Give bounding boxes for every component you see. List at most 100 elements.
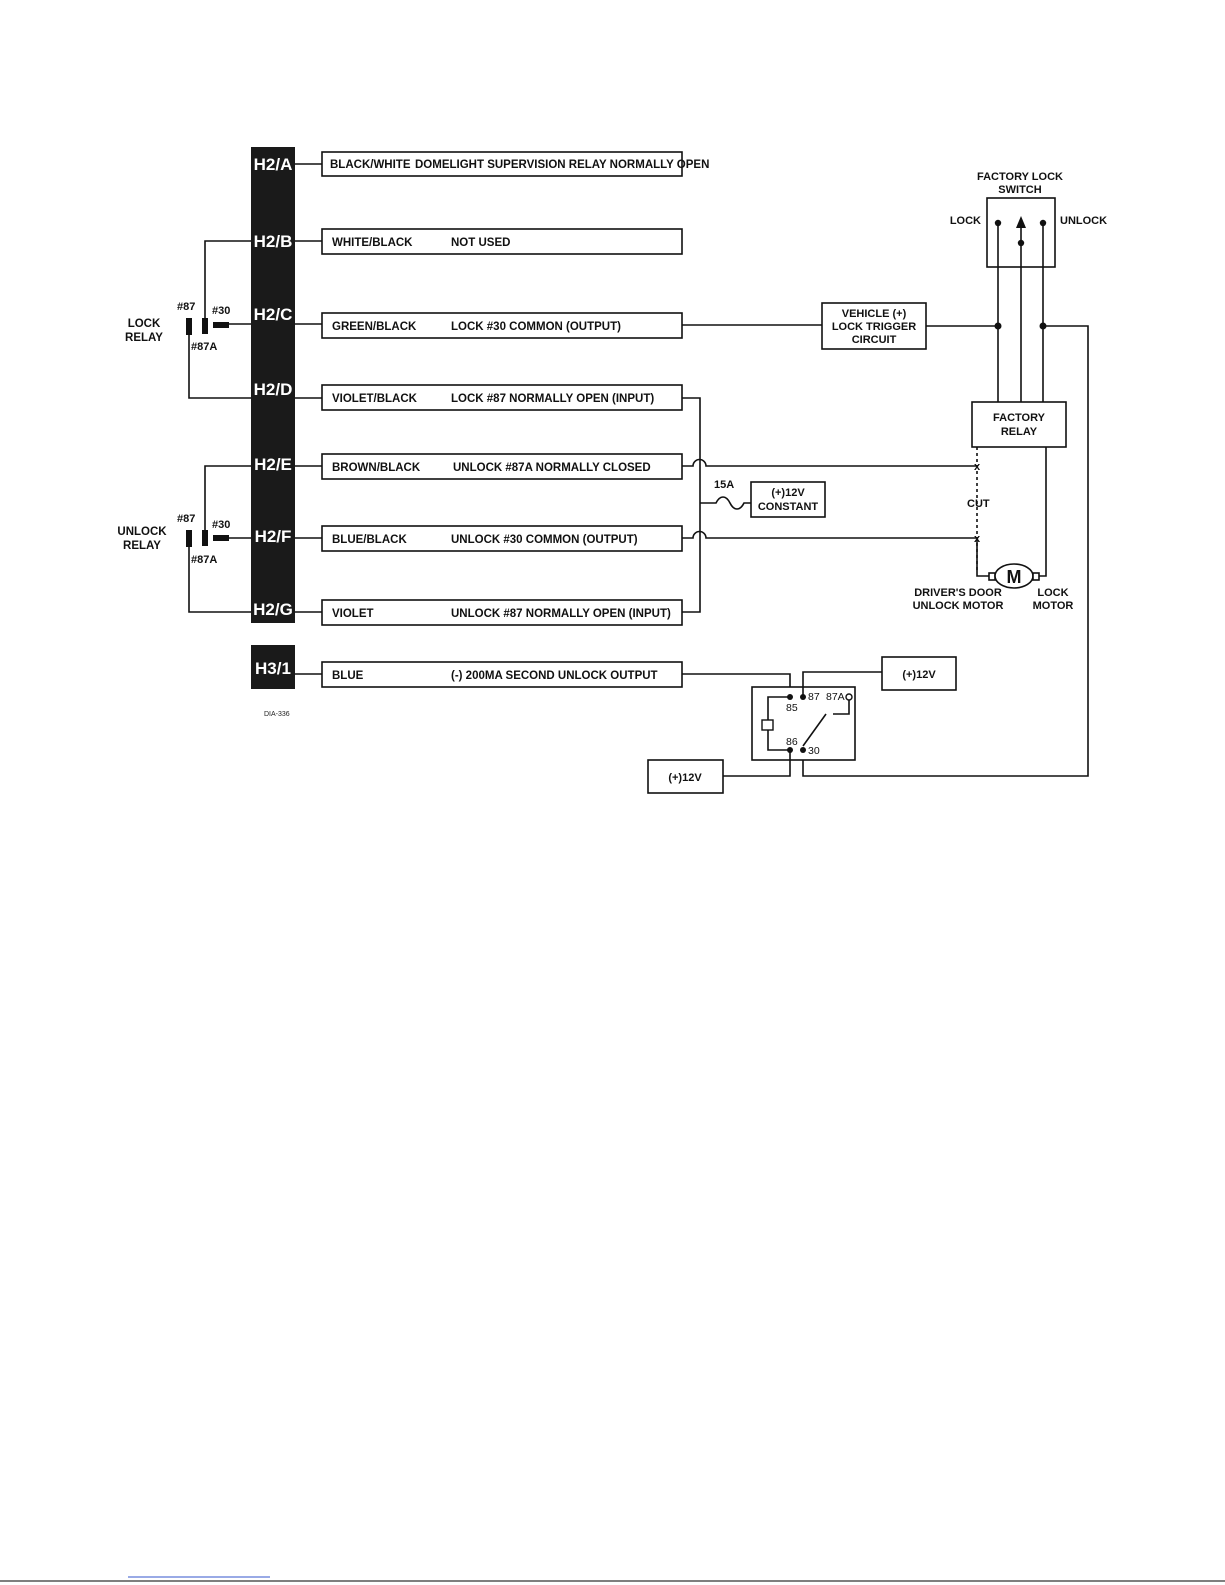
pin-label-h2d: H2/D xyxy=(254,380,293,399)
wire-lock-motor xyxy=(1039,447,1047,577)
wire-color-h2g: VIOLET xyxy=(332,608,374,620)
wire-color-h2d: VIOLET/BLACK xyxy=(332,393,418,405)
pin-label-h2f: H2/F xyxy=(255,527,292,546)
driver-motor-line1: DRIVER'S DOOR xyxy=(914,587,1002,599)
wire-86-to-supply xyxy=(723,750,791,777)
wire-unlock-87a-to-h2e xyxy=(204,465,251,530)
wire-function-h2a: DOMELIGHT SUPERVISION RELAY NORMALLY OPE… xyxy=(415,159,709,171)
factory-switch-lock: LOCK xyxy=(950,215,981,227)
pin-label-h31: H3/1 xyxy=(255,659,291,678)
factory-switch-title-1: FACTORY LOCK xyxy=(977,171,1063,183)
wire-box-h2b xyxy=(321,228,683,255)
cut-mark-bottom-icon: x xyxy=(974,533,981,545)
cut-label: CUT xyxy=(967,498,990,510)
wire-box-h2a xyxy=(321,151,683,177)
wire-color-h2c: GREEN/BLACK xyxy=(332,321,417,333)
wire-color-h31: BLUE xyxy=(332,670,364,682)
wire-color-h2e: BROWN/BLACK xyxy=(332,462,421,474)
lock-relay-contact-30 xyxy=(213,322,229,328)
wire-function-h2g: UNLOCK #87 NORMALLY OPEN (INPUT) xyxy=(451,608,671,620)
wire-box-h2g xyxy=(321,599,683,626)
vehicle-trigger-line3: CIRCUIT xyxy=(852,334,897,346)
factory-switch-title-2: SWITCH xyxy=(998,184,1041,196)
lock-relay: LOCK RELAY #87 #30 #87A xyxy=(125,240,251,399)
vehicle-trigger-line2: LOCK TRIGGER xyxy=(832,321,916,333)
wire-function-h2c: LOCK #30 COMMON (OUTPUT) xyxy=(451,321,621,333)
aux-relay-switch-arm xyxy=(802,713,827,747)
constant-supply-box xyxy=(750,481,826,518)
lock-relay-87: #87 xyxy=(177,301,195,313)
wire-h2f-to-motor xyxy=(682,530,977,539)
wire-lock-87-to-h2d xyxy=(188,335,251,399)
factory-switch-unlock: UNLOCK xyxy=(1060,215,1107,227)
wire-unlock-87-to-h2g xyxy=(188,547,251,613)
pin-label-h2e: H2/E xyxy=(254,455,292,474)
lock-relay-30: #30 xyxy=(212,305,230,317)
wire-color-h2a: BLACK/WHITE xyxy=(330,159,411,171)
aux-relay-85: 85 xyxy=(786,702,798,714)
wire-function-h2f: UNLOCK #30 COMMON (OUTPUT) xyxy=(451,534,638,546)
lock-relay-contact-87 xyxy=(186,318,192,335)
fuse-symbol xyxy=(700,496,751,510)
supply-bottom-label: (+)12V xyxy=(668,772,702,784)
factory-switch-arrow-icon xyxy=(1016,216,1026,228)
motor-terminal-left xyxy=(988,572,996,581)
lock-relay-87a: #87A xyxy=(191,341,217,353)
unlock-relay-87a: #87A xyxy=(191,554,217,566)
pin-label-h2a: H2/A xyxy=(254,155,293,174)
aux-relay-87a-wire xyxy=(833,700,850,715)
wire-box-h2f xyxy=(321,525,683,552)
wire-function-h31: (-) 200MA SECOND UNLOCK OUTPUT xyxy=(451,670,658,682)
constant-supply-line2: CONSTANT xyxy=(758,501,819,513)
wire-lock-87a-to-h2b xyxy=(204,240,251,318)
unlock-relay-30: #30 xyxy=(212,519,230,531)
aux-relay-coil-icon xyxy=(761,719,774,731)
lock-relay-contact-87a xyxy=(202,318,208,334)
pin-label-h2g: H2/G xyxy=(253,600,293,619)
pin-label-h2c: H2/C xyxy=(254,305,293,324)
wire-unlock-to-aux-relay xyxy=(802,325,1089,777)
wire-box-h31 xyxy=(321,661,683,688)
factory-relay-line2: RELAY xyxy=(1001,426,1038,438)
pin-stubs xyxy=(295,163,322,675)
unlock-relay-contact-30 xyxy=(213,535,229,541)
lock-relay-label-2: RELAY xyxy=(125,332,163,344)
wire-color-h2f: BLUE/BLACK xyxy=(332,534,407,546)
supply-top-box xyxy=(881,656,957,691)
aux-relay-86: 86 xyxy=(786,736,798,748)
lock-motor-line1: LOCK xyxy=(1037,587,1068,599)
vehicle-trigger-line1: VEHICLE (+) xyxy=(842,308,907,320)
vehicle-trigger-box xyxy=(821,302,927,350)
motor-terminal-right xyxy=(1032,572,1040,581)
wire-to-driver-motor xyxy=(976,540,990,577)
aux-relay-87a: 87A xyxy=(826,691,845,703)
wire-function-h2d: LOCK #87 NORMALLY OPEN (INPUT) xyxy=(451,393,654,405)
unlock-relay-label-1: UNLOCK xyxy=(117,526,167,538)
factory-relay-box xyxy=(971,401,1067,448)
fuse-rating: 15A xyxy=(714,479,734,491)
wire-color-h2b: WHITE/BLACK xyxy=(332,237,413,249)
supply-bottom-box xyxy=(647,759,724,794)
unlock-relay-contact-87a xyxy=(202,530,208,546)
lock-relay-label-1: LOCK xyxy=(128,318,161,330)
unlock-relay-87: #87 xyxy=(177,513,195,525)
unlock-relay: UNLOCK RELAY #87 #30 #87A xyxy=(117,465,251,613)
cut-mark-top-icon: x xyxy=(974,461,981,473)
wire-function-h2e: UNLOCK #87A NORMALLY CLOSED xyxy=(453,462,651,474)
wire-function-h2b: NOT USED xyxy=(451,237,510,249)
motor-symbol: M xyxy=(1007,567,1022,587)
h2-connector-block xyxy=(251,147,295,623)
unlock-relay-label-2: RELAY xyxy=(123,540,161,552)
supply-top-label: (+)12V xyxy=(902,669,936,681)
wire-input-bus xyxy=(682,397,701,613)
aux-relay-87: 87 xyxy=(808,691,820,703)
lock-motor-line2: MOTOR xyxy=(1033,600,1074,612)
node-lock-trigger xyxy=(994,322,1002,330)
wire-h2e-to-motor xyxy=(682,458,977,467)
diagram-id: DIA-336 xyxy=(264,711,290,718)
unlock-relay-contact-87 xyxy=(186,530,192,547)
constant-supply-line1: (+)12V xyxy=(771,487,805,499)
factory-relay-line1: FACTORY xyxy=(993,412,1046,424)
driver-motor-line2: UNLOCK MOTOR xyxy=(913,600,1004,612)
